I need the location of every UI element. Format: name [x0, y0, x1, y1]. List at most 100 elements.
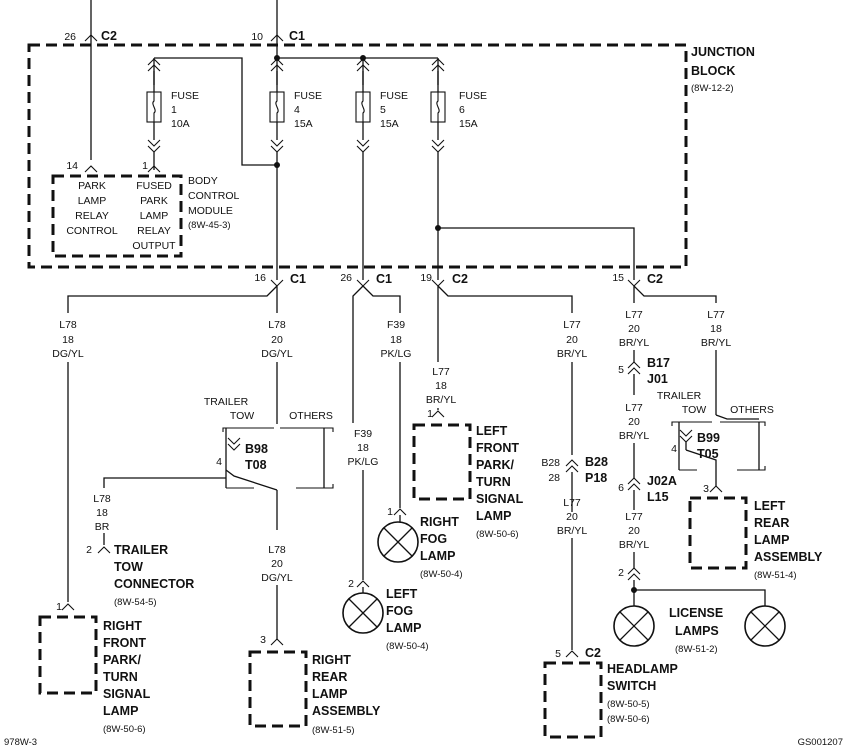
svg-text:PK/LG: PK/LG: [381, 348, 412, 360]
svg-text:ASSEMBLY: ASSEMBLY: [754, 550, 823, 564]
wire-label-4: F39 18 PK/LG: [348, 428, 379, 468]
svg-text:F39: F39: [354, 428, 372, 440]
svg-text:P18: P18: [585, 471, 607, 485]
svg-text:B17: B17: [647, 356, 670, 370]
connector-b28-p18: B28 28 B28 P18: [541, 455, 608, 485]
svg-text:5: 5: [618, 364, 624, 376]
svg-text:L77: L77: [625, 511, 643, 523]
svg-text:26: 26: [64, 31, 76, 43]
svg-text:DG/YL: DG/YL: [52, 348, 84, 360]
svg-text:20: 20: [566, 334, 578, 346]
footer-right-code: GS001207: [798, 737, 843, 748]
svg-text:FRONT: FRONT: [103, 636, 146, 650]
svg-text:F39: F39: [387, 319, 405, 331]
svg-text:18: 18: [435, 380, 447, 392]
wire-label-2: L78 20 DG/YL: [261, 319, 293, 360]
svg-text:BR/YL: BR/YL: [557, 525, 588, 537]
svg-text:OUTPUT: OUTPUT: [132, 240, 176, 252]
svg-text:LAMP: LAMP: [476, 509, 511, 523]
svg-text:J02A: J02A: [647, 474, 677, 488]
wire-label-14: L77 20 BR/YL: [557, 497, 588, 537]
junction-block-ref: (8W-12-2): [691, 83, 734, 94]
fuse-4: FUSE 4 15A: [269, 58, 322, 153]
svg-text:BR/YL: BR/YL: [619, 337, 650, 349]
connector-26-c1: 26 C1: [340, 272, 392, 287]
svg-text:15: 15: [612, 272, 624, 284]
left-fog-lamp: 2 LEFT FOG LAMP (8W-50-4): [342, 578, 429, 652]
connector-j02a-l15: 6 J02A L15: [618, 474, 677, 504]
trailer-tow-switch-right: TRAILER TOW OTHERS 4 B99 T05: [657, 390, 774, 478]
svg-text:PARK/: PARK/: [476, 458, 514, 472]
svg-text:C1: C1: [376, 272, 392, 286]
svg-text:CONTROL: CONTROL: [66, 225, 117, 237]
svg-text:CONTROL: CONTROL: [188, 190, 239, 202]
footer-left-code: 978W-3: [4, 737, 37, 748]
right-fog-lamp: 1 RIGHT FOG LAMP (8W-50-4): [377, 506, 463, 580]
svg-text:18: 18: [96, 507, 108, 519]
svg-text:15A: 15A: [294, 118, 313, 130]
svg-text:MODULE: MODULE: [188, 205, 233, 217]
svg-text:2: 2: [86, 544, 92, 556]
svg-text:(8W-50-4): (8W-50-4): [386, 641, 429, 652]
svg-text:18: 18: [710, 323, 722, 335]
svg-text:T08: T08: [245, 458, 267, 472]
svg-text:2: 2: [618, 567, 624, 579]
svg-text:FUSE: FUSE: [459, 90, 487, 102]
svg-text:18: 18: [390, 334, 402, 346]
svg-text:4: 4: [671, 443, 677, 455]
svg-text:B28: B28: [541, 457, 560, 469]
svg-text:RIGHT: RIGHT: [312, 653, 351, 667]
svg-text:T05: T05: [697, 447, 719, 461]
fuse-6: FUSE 6 15A: [430, 58, 487, 153]
svg-text:20: 20: [628, 323, 640, 335]
svg-text:FOG: FOG: [420, 532, 447, 546]
svg-text:C2: C2: [647, 272, 663, 286]
svg-text:BR/YL: BR/YL: [426, 394, 457, 406]
svg-text:TURN: TURN: [476, 475, 511, 489]
svg-text:RELAY: RELAY: [75, 210, 109, 222]
svg-text:BR: BR: [95, 521, 110, 533]
svg-text:FRONT: FRONT: [476, 441, 519, 455]
svg-text:RIGHT: RIGHT: [103, 619, 142, 633]
svg-text:ASSEMBLY: ASSEMBLY: [312, 704, 381, 718]
junction-block-title-1: JUNCTION: [691, 45, 755, 59]
wire-label-9: L78 18 BR: [93, 493, 111, 533]
svg-text:1: 1: [387, 506, 393, 518]
svg-text:B99: B99: [697, 431, 720, 445]
svg-text:LAMP: LAMP: [140, 210, 169, 222]
svg-text:RELAY: RELAY: [137, 225, 171, 237]
svg-text:PK/LG: PK/LG: [348, 456, 379, 468]
svg-text:B28: B28: [585, 455, 608, 469]
right-front-park-turn-lamp: 1 RIGHT FRONT PARK/ TURN SIGNAL LAMP (8W…: [38, 601, 151, 735]
svg-text:L78: L78: [268, 319, 286, 331]
svg-text:L77: L77: [432, 366, 450, 378]
svg-text:15A: 15A: [459, 118, 478, 130]
svg-text:REAR: REAR: [312, 670, 347, 684]
svg-text:TOW: TOW: [230, 410, 254, 422]
svg-text:L77: L77: [707, 309, 725, 321]
svg-text:1: 1: [171, 104, 177, 116]
svg-text:C2: C2: [585, 646, 601, 660]
svg-text:SIGNAL: SIGNAL: [103, 687, 151, 701]
svg-text:6: 6: [618, 482, 624, 494]
headlamp-switch: 5 C2 HEADLAMP SWITCH (8W-50-5) (8W-50-6): [543, 646, 678, 739]
svg-text:5: 5: [555, 648, 561, 660]
svg-text:20: 20: [566, 511, 578, 523]
svg-text:20: 20: [271, 334, 283, 346]
svg-text:C2: C2: [101, 29, 117, 43]
svg-text:LEFT: LEFT: [476, 424, 508, 438]
trailer-tow-switch-left: TRAILER TOW OTHERS B98 T08 4: [103, 396, 334, 491]
svg-text:(8W-50-6): (8W-50-6): [103, 724, 146, 735]
svg-text:14: 14: [66, 160, 78, 172]
svg-text:L78: L78: [93, 493, 111, 505]
svg-text:LAMP: LAMP: [103, 704, 138, 718]
wire-label-11: L77 20 BR/YL: [619, 402, 650, 442]
svg-text:2: 2: [348, 578, 354, 590]
wire-label-5: L77 18 BR/YL: [426, 366, 457, 406]
wire-label-3: F39 18 PK/LG: [381, 319, 412, 360]
svg-text:18: 18: [62, 334, 74, 346]
svg-text:L77: L77: [563, 497, 581, 509]
svg-text:LAMP: LAMP: [312, 687, 347, 701]
svg-text:1: 1: [56, 601, 62, 613]
